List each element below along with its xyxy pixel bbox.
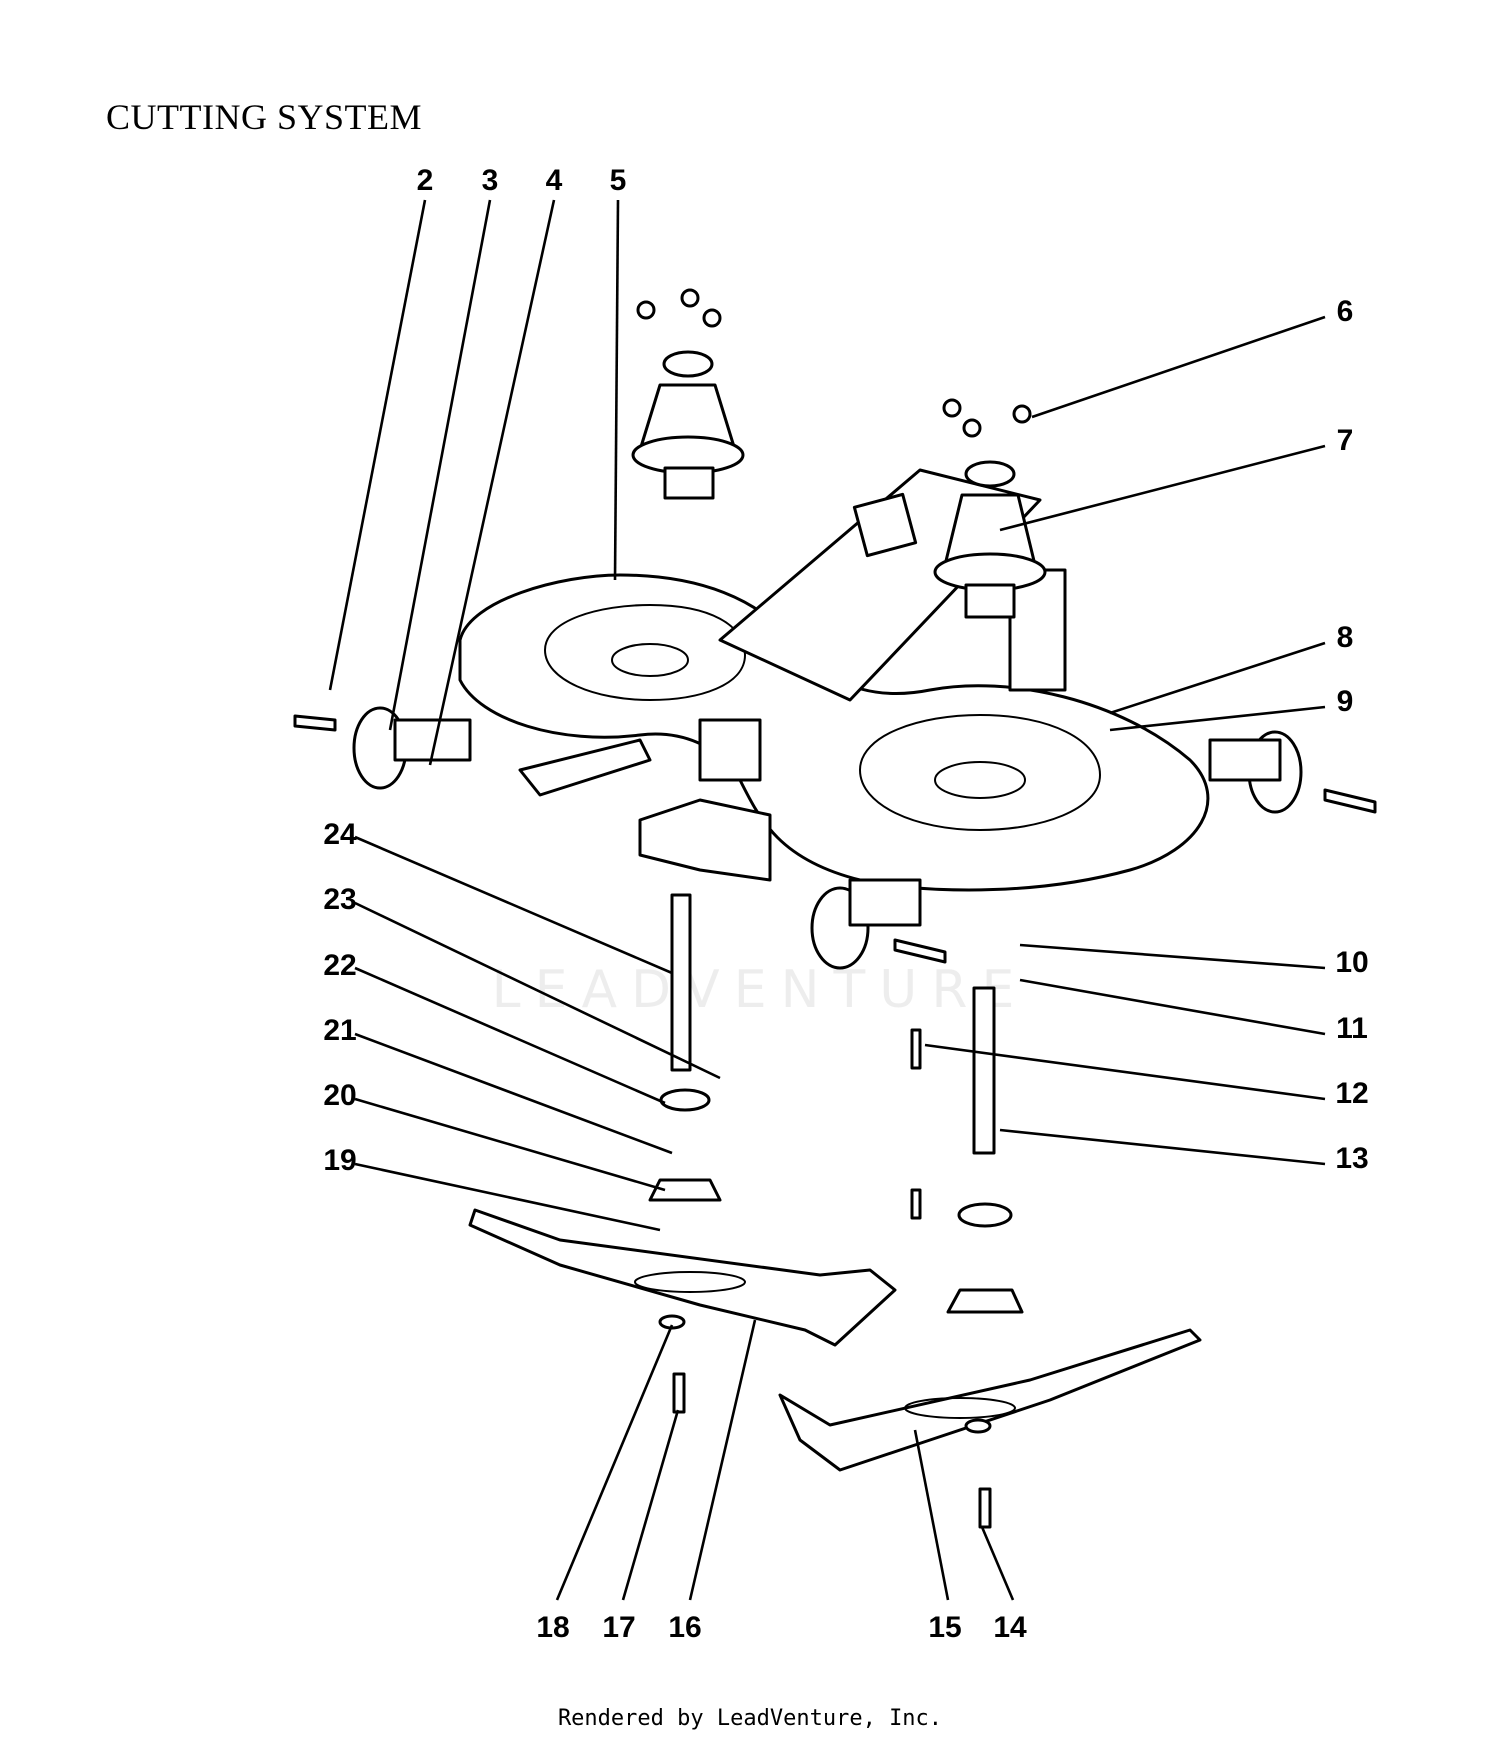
callout-19: 19 — [323, 1144, 356, 1177]
callout-18: 18 — [536, 1611, 569, 1644]
callout-2: 2 — [417, 164, 434, 197]
callout-20: 20 — [323, 1079, 356, 1112]
callout-17: 17 — [602, 1611, 635, 1644]
mower-deck — [458, 468, 1210, 892]
diagram-title: CUTTING SYSTEM — [106, 97, 423, 137]
callout-leaders — [328, 199, 1326, 1601]
callout-10: 10 — [1335, 946, 1368, 979]
callout-6: 6 — [1337, 295, 1354, 328]
shafts-and-blades — [468, 893, 1202, 1529]
callout-22: 22 — [323, 949, 356, 982]
footer-credit: Rendered by LeadVenture, Inc. — [557, 1706, 943, 1731]
callout-15: 15 — [928, 1611, 961, 1644]
callout-11: 11 — [1336, 1012, 1368, 1045]
callout-23: 23 — [323, 883, 356, 916]
callout-8: 8 — [1337, 621, 1354, 654]
callout-7: 7 — [1337, 424, 1354, 457]
callout-3: 3 — [482, 164, 499, 197]
callout-21: 21 — [323, 1014, 356, 1047]
callout-12: 12 — [1335, 1077, 1368, 1110]
callout-4: 4 — [546, 164, 563, 197]
callout-labels: 2 3 4 5 6 7 8 9 10 11 12 13 24 23 22 21 … — [323, 164, 1368, 1644]
callout-14: 14 — [993, 1611, 1027, 1644]
spindle-assemblies — [631, 288, 1047, 619]
callout-5: 5 — [610, 164, 627, 197]
callout-13: 13 — [1335, 1142, 1368, 1175]
callout-24: 24 — [323, 818, 357, 851]
deck-wheels — [293, 706, 1377, 970]
callout-9: 9 — [1337, 685, 1354, 718]
callout-16: 16 — [668, 1611, 701, 1644]
